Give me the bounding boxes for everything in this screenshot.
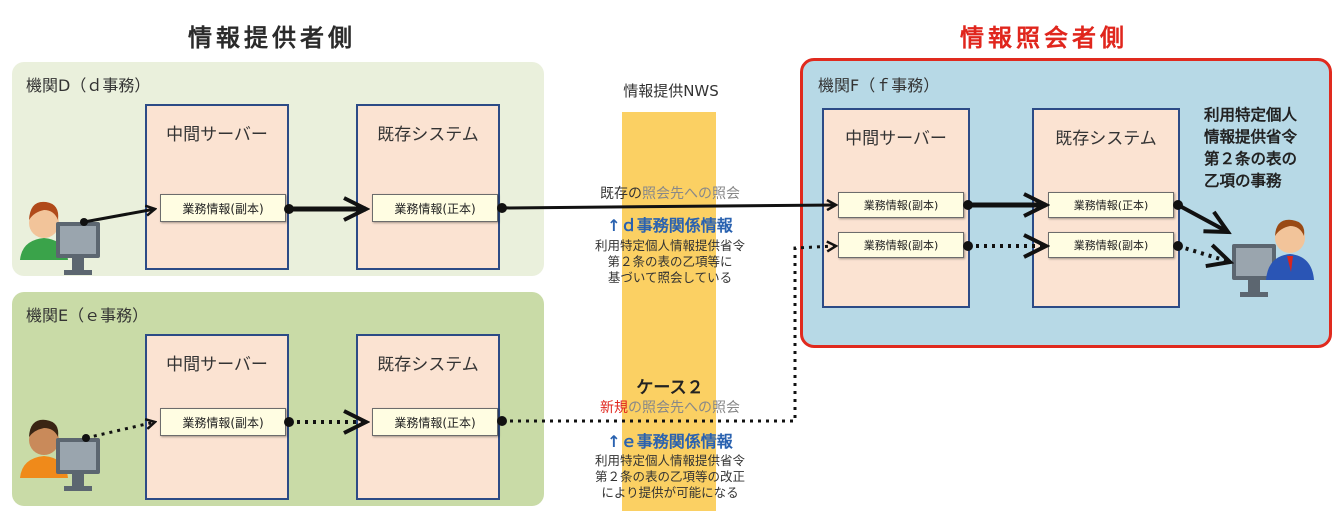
agency-d-middle-server: 中間サーバー <box>145 104 289 270</box>
agency-f-original-record-1: 業務情報(正本) <box>1048 192 1174 218</box>
case1-flow-arrows <box>80 200 1228 232</box>
agency-f-copy-record-1: 業務情報(副本) <box>838 192 964 218</box>
person-f-icon <box>1232 219 1314 297</box>
case2-description-line-2: 第２条の表の乙項等の改正 <box>594 469 745 484</box>
case1-query-suffix: 照会先への照会 <box>642 186 740 202</box>
agency-d-existing-system-title: 既存システム <box>377 125 479 145</box>
requester-side-heading: 情報照会者側 <box>960 24 1128 52</box>
case1-description-line-1: 利用特定個人情報提供省令 <box>594 238 745 253</box>
agency-e-copy-record: 業務情報(副本) <box>160 408 286 436</box>
case1-query-prefix: 既存の <box>600 186 642 202</box>
agency-d-title: 機関D（ｄ事務） <box>26 76 151 95</box>
agency-f-copy-record-3: 業務情報(副本) <box>1048 232 1174 258</box>
target-line-3: 第２条の表の <box>1204 150 1298 168</box>
case2-description: 利用特定個人情報提供省令 第２条の表の乙項等の改正 により提供が可能になる <box>540 453 800 501</box>
target-line-1: 利用特定個人 <box>1204 106 1298 124</box>
person-d-icon <box>20 201 100 275</box>
provider-side-heading: 情報提供者側 <box>188 24 356 52</box>
agency-f-title: 機関F（ｆ事務） <box>818 76 940 95</box>
case2-query-label: 新規の照会先への照会 <box>540 397 800 417</box>
agency-d-copy-record: 業務情報(副本) <box>160 194 286 222</box>
case1-info-label: ↑ｄ事務関係情報 <box>607 216 733 235</box>
agency-e-existing-system-title: 既存システム <box>377 355 479 375</box>
case2-description-line-1: 利用特定個人情報提供省令 <box>594 453 745 468</box>
agency-e-title: 機関E（ｅ事務） <box>26 306 149 325</box>
agency-f-middle-server-title: 中間サーバー <box>845 129 947 149</box>
case2-info-label: ↑ｅ事務関係情報 <box>607 432 733 451</box>
target-affairs-text: 利用特定個人 情報提供省令 第２条の表の 乙項の事務 <box>1204 104 1334 192</box>
agency-d-middle-server-title: 中間サーバー <box>166 125 268 145</box>
case2-flow-arrows <box>82 241 1230 442</box>
person-e-icon <box>20 419 100 491</box>
case1-description-line-2: 第２条の表の乙項等に <box>607 254 733 269</box>
nws-network-bar <box>622 112 716 511</box>
target-line-4: 乙項の事務 <box>1204 172 1282 190</box>
case2-query-suffix: の照会先への照会 <box>628 400 740 416</box>
target-line-2: 情報提供省令 <box>1204 128 1298 146</box>
case1-query-label: 既存の照会先への照会 <box>540 183 800 203</box>
case2-label: ケース２ <box>636 378 704 398</box>
case2-description-line-3: により提供が可能になる <box>601 485 739 500</box>
agency-e-original-record: 業務情報(正本) <box>372 408 498 436</box>
agency-d-original-record: 業務情報(正本) <box>372 194 498 222</box>
nws-label: 情報提供NWS <box>623 82 719 100</box>
case1-description-line-3: 基づいて照会している <box>607 270 733 285</box>
agency-f-existing-system-title: 既存システム <box>1055 129 1157 149</box>
case2-query-new: 新規 <box>600 400 628 416</box>
agency-f-copy-record-2: 業務情報(副本) <box>838 232 964 258</box>
agency-e-middle-server-title: 中間サーバー <box>166 355 268 375</box>
case1-description: 利用特定個人情報提供省令 第２条の表の乙項等に 基づいて照会している <box>540 238 800 286</box>
agency-d-existing-system: 既存システム <box>356 104 500 270</box>
